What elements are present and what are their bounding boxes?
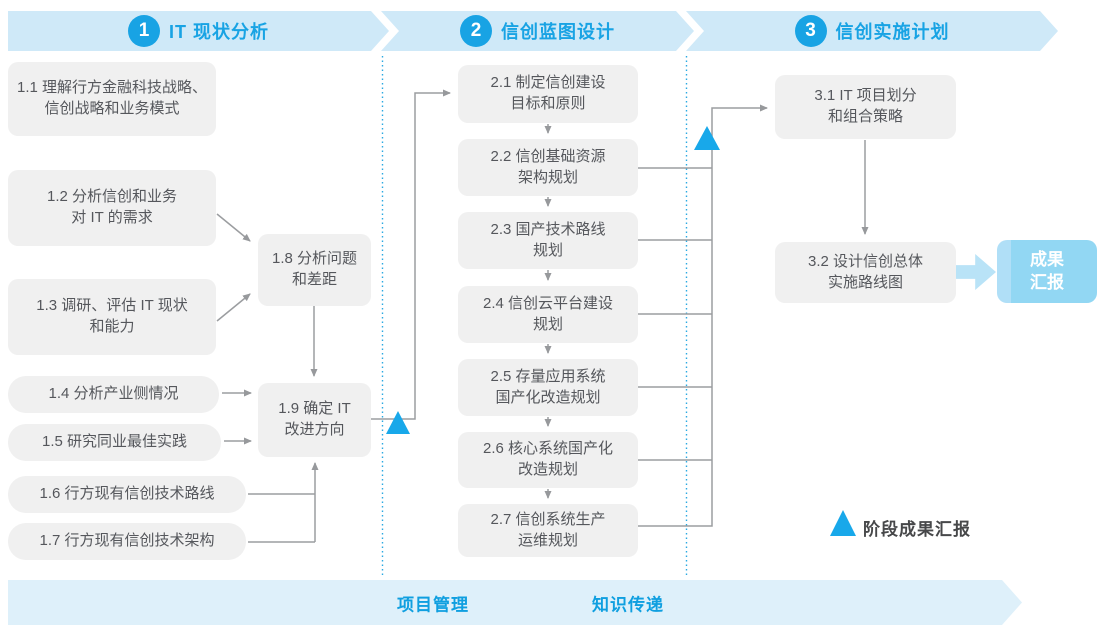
phase-title-2: 信创蓝图设计 — [501, 22, 615, 42]
box-1-3: 1.3 调研、评估 IT 现状 和能力 — [8, 279, 216, 355]
box-2-5: 2.5 存量应用系统 国产化改造规划 — [458, 359, 638, 416]
legend-label: 阶段成果汇报 — [863, 520, 971, 539]
box-1-2: 1.2 分析信创和业务 对 IT 的需求 — [8, 170, 216, 246]
connectors — [216, 89, 869, 543]
box-1-8: 1.8 分析问题 和差距 — [258, 234, 371, 306]
milestone-triangle-phase1 — [386, 411, 410, 434]
phase-number-3: 3 — [795, 15, 827, 47]
bottom-banner: 项目管理 知识传递 — [8, 580, 1022, 625]
box-3-1: 3.1 IT 项目划分 和组合策略 — [775, 75, 956, 139]
milestone-triangle-phase2 — [694, 126, 720, 150]
box-1-9: 1.9 确定 IT 改进方向 — [258, 383, 371, 457]
phase-banner-2: 2 信创蓝图设计 — [381, 11, 694, 51]
box-2-3: 2.3 国产技术路线 规划 — [458, 212, 638, 269]
bottom-banner-item-project-management: 项目管理 — [397, 595, 469, 614]
phase-number-2: 2 — [460, 15, 492, 47]
phase-title-3: 信创实施计划 — [835, 22, 950, 42]
box-1-1: 1.1 理解行方金融科技战略、 信创战略和业务模式 — [8, 62, 216, 136]
box-1-7: 1.7 行方现有信创技术架构 — [8, 523, 246, 560]
phase-banner-3: 3 信创实施计划 — [686, 11, 1058, 51]
bottom-banner-item-knowledge-transfer: 知识传递 — [592, 595, 664, 614]
phase-number-1: 1 — [128, 15, 160, 47]
box-2-1: 2.1 制定信创建设 目标和原则 — [458, 65, 638, 123]
box-2-4: 2.4 信创云平台建设 规划 — [458, 286, 638, 343]
box-2-6: 2.6 核心系统国产化 改造规划 — [458, 432, 638, 488]
box-1-5: 1.5 研究同业最佳实践 — [8, 424, 221, 461]
deliverable-box: 成果 汇报 — [997, 240, 1097, 303]
phase-title-1: IT 现状分析 — [169, 22, 269, 42]
box-1-4: 1.4 分析产业侧情况 — [8, 376, 219, 413]
legend-triangle-icon — [830, 510, 856, 536]
phase-banner-1: 1 IT 现状分析 — [8, 11, 389, 51]
box-1-6: 1.6 行方现有信创技术路线 — [8, 476, 246, 513]
box-3-2: 3.2 设计信创总体 实施路线图 — [775, 242, 956, 303]
box-2-2: 2.2 信创基础资源 架构规划 — [458, 139, 638, 196]
box-2-7: 2.7 信创系统生产 运维规划 — [458, 504, 638, 557]
